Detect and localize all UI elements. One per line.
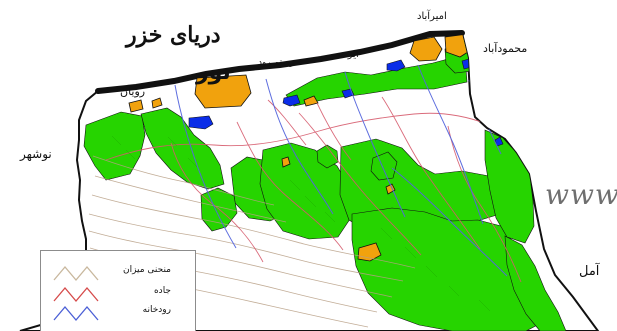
river-line-icon bbox=[53, 305, 99, 322]
city-label-amol: آمل bbox=[579, 264, 600, 279]
legend-item-contour: منحنی میزان bbox=[41, 261, 195, 283]
watermark-text: www bbox=[545, 178, 617, 211]
road-lines bbox=[105, 96, 522, 283]
sea-label: دریای خزر bbox=[126, 22, 221, 48]
contour-line-icon bbox=[53, 265, 99, 282]
coastline bbox=[95, 30, 465, 94]
map-legend: منحنی میزان جاده رودخانه bbox=[40, 250, 196, 331]
city-label-mahmud-abad: محمودآباد bbox=[483, 42, 528, 55]
forest-hatching bbox=[111, 135, 491, 312]
road-line-icon bbox=[53, 286, 99, 303]
city-label-izdeh: ایزده bbox=[338, 49, 359, 60]
city-label-royan: رویان bbox=[120, 85, 146, 98]
legend-item-road: جاده bbox=[41, 282, 195, 304]
legend-label-contour: منحنی میزان bbox=[122, 265, 171, 275]
city-label-rostam-rud: رستم رود bbox=[258, 58, 295, 68]
river-lines bbox=[174, 64, 508, 277]
legend-item-river: رودخانه bbox=[41, 301, 195, 323]
city-label-nur: نور bbox=[196, 60, 231, 85]
legend-label-road: جاده bbox=[153, 286, 171, 296]
urban-layer bbox=[128, 33, 472, 262]
city-label-nowshahr: نوشهر bbox=[20, 147, 52, 161]
contour-lines bbox=[88, 155, 416, 328]
legend-label-river: رودخانه bbox=[142, 305, 171, 315]
city-label-amir-abad: امیرآباد bbox=[417, 11, 447, 22]
